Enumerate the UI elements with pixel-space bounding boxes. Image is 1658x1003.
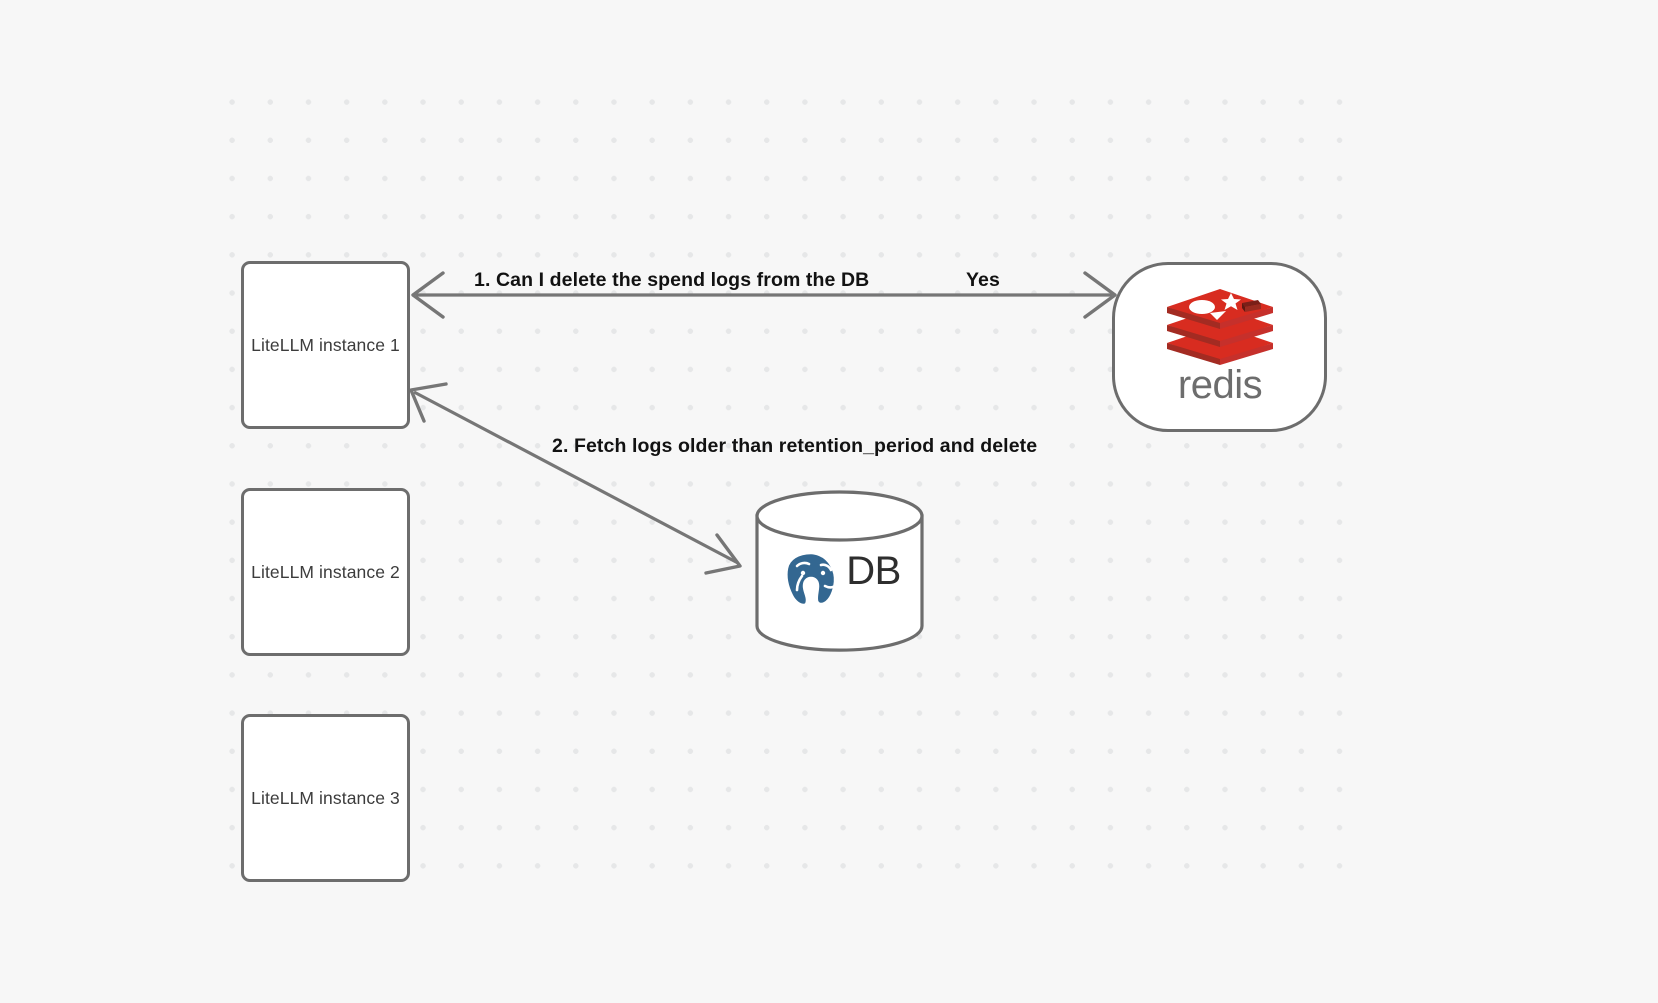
- edge-1-arrowhead-right: [1083, 271, 1117, 319]
- redis-wordmark: redis: [1177, 365, 1262, 407]
- redis-logo-icon: [1166, 289, 1273, 365]
- node-litellm-instance-2[interactable]: LiteLLM instance 2: [241, 488, 410, 656]
- postgresql-elephant-icon: [783, 549, 839, 609]
- node-instance-1-label: LiteLLM instance 1: [251, 334, 400, 355]
- edge-1-label: 1. Can I delete the spend logs from the …: [474, 269, 870, 291]
- node-instance-3-label: LiteLLM instance 3: [251, 787, 400, 808]
- cylinder-shape-icon: [755, 490, 924, 652]
- edge-1-arrowhead-left: [411, 271, 445, 319]
- node-instance-2-label: LiteLLM instance 2: [251, 561, 400, 582]
- node-litellm-instance-1[interactable]: LiteLLM instance 1: [241, 261, 410, 429]
- node-litellm-instance-3[interactable]: LiteLLM instance 3: [241, 714, 410, 882]
- db-label: DB: [846, 548, 901, 593]
- edge-1-reply-label: Yes: [966, 269, 1000, 291]
- node-redis[interactable]: redis: [1112, 262, 1327, 432]
- db-label-group: DB: [752, 490, 927, 652]
- edge-2-arrowhead-start: [409, 382, 448, 423]
- redis-brand: redis: [1159, 287, 1281, 407]
- edge-2-label: 2. Fetch logs older than retention_perio…: [552, 435, 1038, 457]
- edge-2-arrowhead-end: [704, 533, 742, 575]
- node-database[interactable]: DB: [752, 490, 927, 652]
- edge-2-line: [413, 390, 739, 565]
- svg-text:redis: redis: [1177, 365, 1261, 407]
